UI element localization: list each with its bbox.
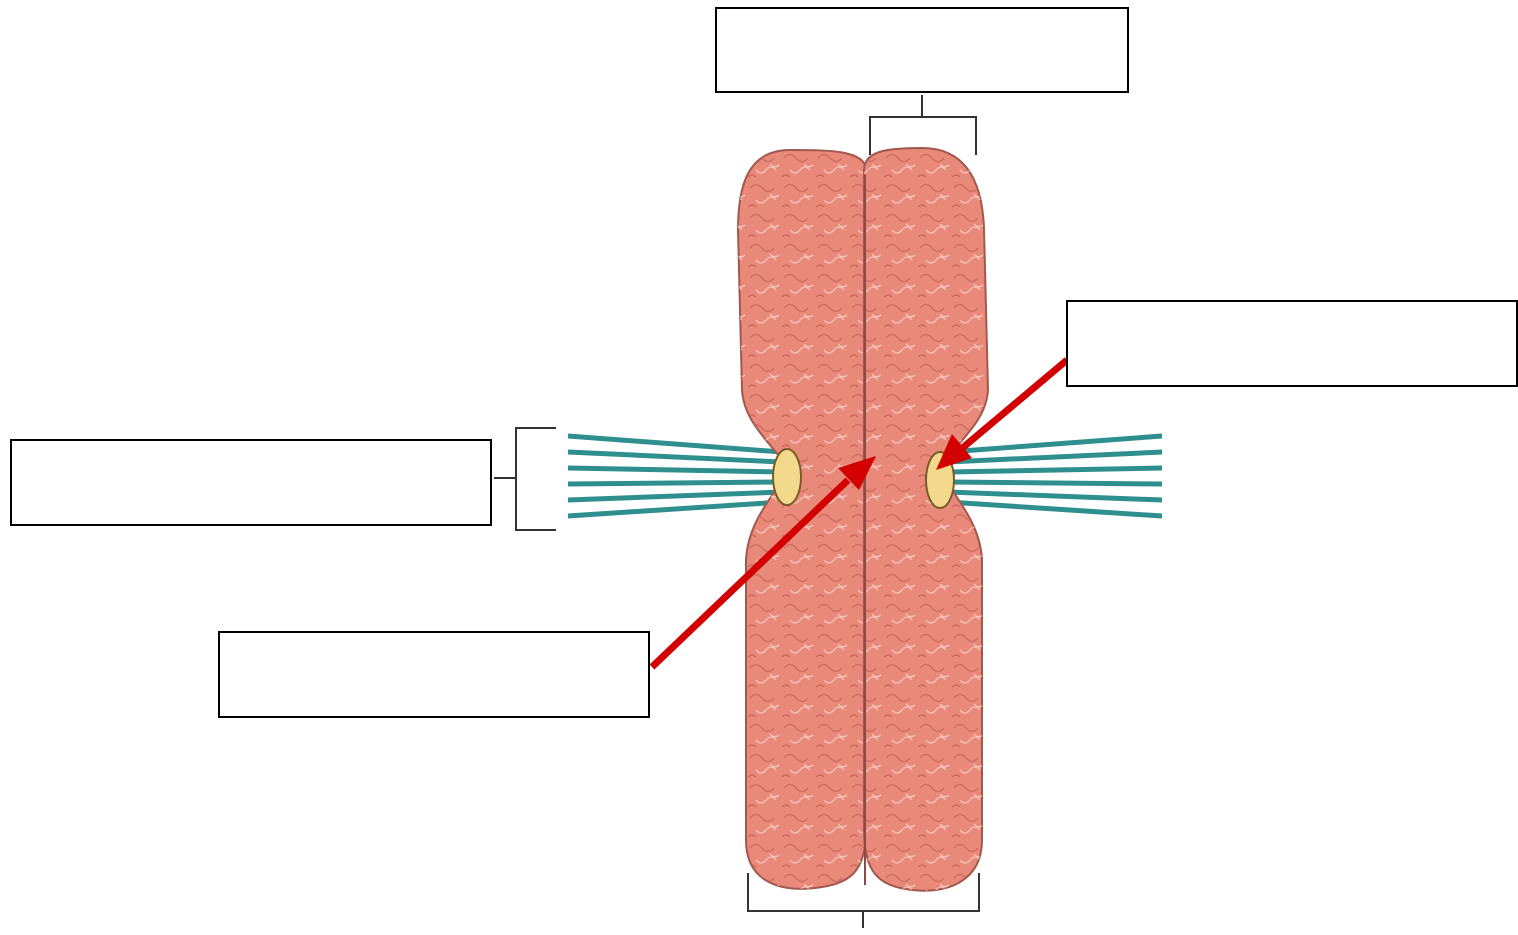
kinetochore-left xyxy=(773,449,801,505)
top-bracket xyxy=(870,95,976,155)
spindle-fibers-right xyxy=(948,436,1162,516)
right-chromatid xyxy=(864,148,988,891)
label-box-bottom[interactable] xyxy=(218,631,650,718)
label-box-right[interactable] xyxy=(1066,300,1518,387)
label-box-top[interactable] xyxy=(715,7,1129,93)
spindle-fibers-left xyxy=(568,436,782,516)
left-bracket xyxy=(494,428,556,530)
label-box-left[interactable] xyxy=(10,439,492,526)
